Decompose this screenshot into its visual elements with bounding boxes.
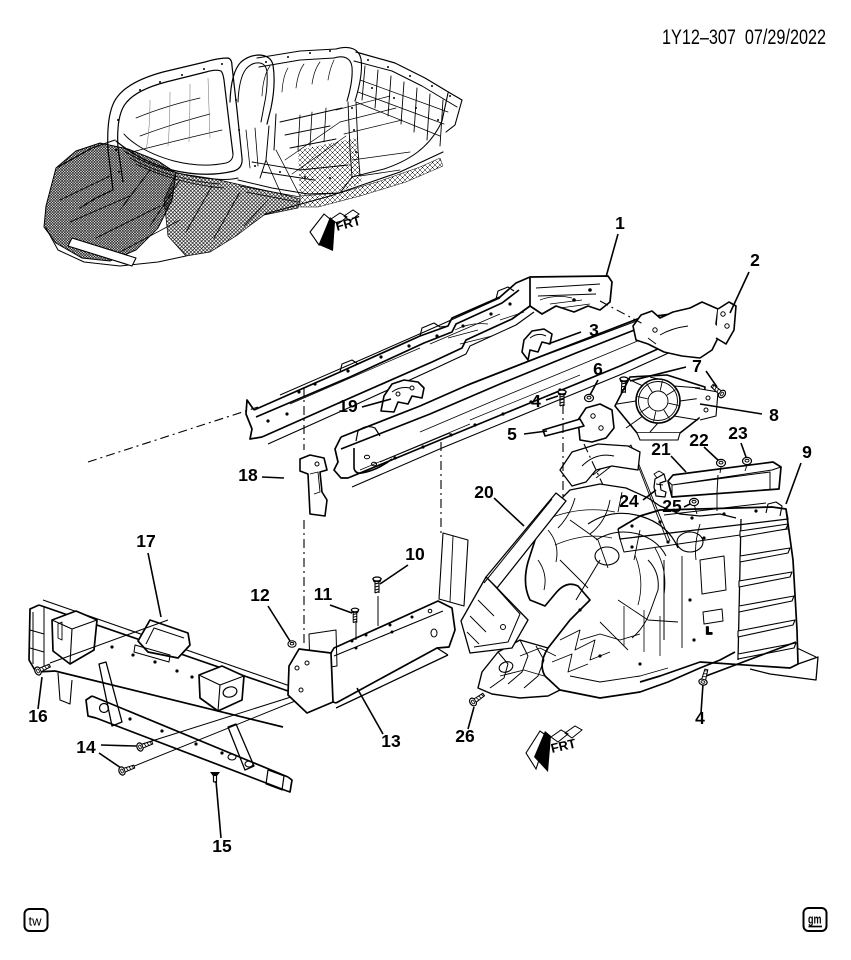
svg-text:L: L <box>706 626 712 637</box>
svg-text:14: 14 <box>76 737 96 757</box>
svg-text:tw: tw <box>29 914 43 929</box>
svg-text:6: 6 <box>593 359 603 379</box>
svg-text:22: 22 <box>689 430 709 450</box>
svg-text:FRT: FRT <box>334 213 362 234</box>
svg-text:15: 15 <box>212 836 232 856</box>
svg-text:26: 26 <box>455 726 475 746</box>
svg-text:11: 11 <box>314 584 333 604</box>
svg-text:1: 1 <box>615 213 625 233</box>
svg-text:2: 2 <box>750 250 760 270</box>
svg-text:4: 4 <box>531 391 541 411</box>
svg-text:4: 4 <box>695 708 705 728</box>
svg-text:9: 9 <box>802 442 812 462</box>
svg-text:17: 17 <box>136 531 155 551</box>
svg-text:10: 10 <box>405 544 425 564</box>
svg-text:25: 25 <box>662 496 682 516</box>
svg-text:7: 7 <box>692 356 702 376</box>
svg-text:13: 13 <box>381 731 401 751</box>
svg-text:23: 23 <box>728 423 748 443</box>
svg-text:18: 18 <box>238 465 258 485</box>
svg-text:1Y12–307 07/29/2022: 1Y12–307 07/29/2022 <box>662 26 826 49</box>
svg-text:FRT: FRT <box>549 736 577 756</box>
svg-text:19: 19 <box>338 396 358 416</box>
svg-text:21: 21 <box>651 439 671 459</box>
svg-text:24: 24 <box>619 491 639 511</box>
svg-text:16: 16 <box>28 706 48 726</box>
svg-text:8: 8 <box>769 405 779 425</box>
svg-text:20: 20 <box>474 482 494 502</box>
svg-text:3: 3 <box>589 320 599 340</box>
svg-text:5: 5 <box>507 424 517 444</box>
svg-text:12: 12 <box>250 585 270 605</box>
svg-text:gm: gm <box>808 913 822 927</box>
